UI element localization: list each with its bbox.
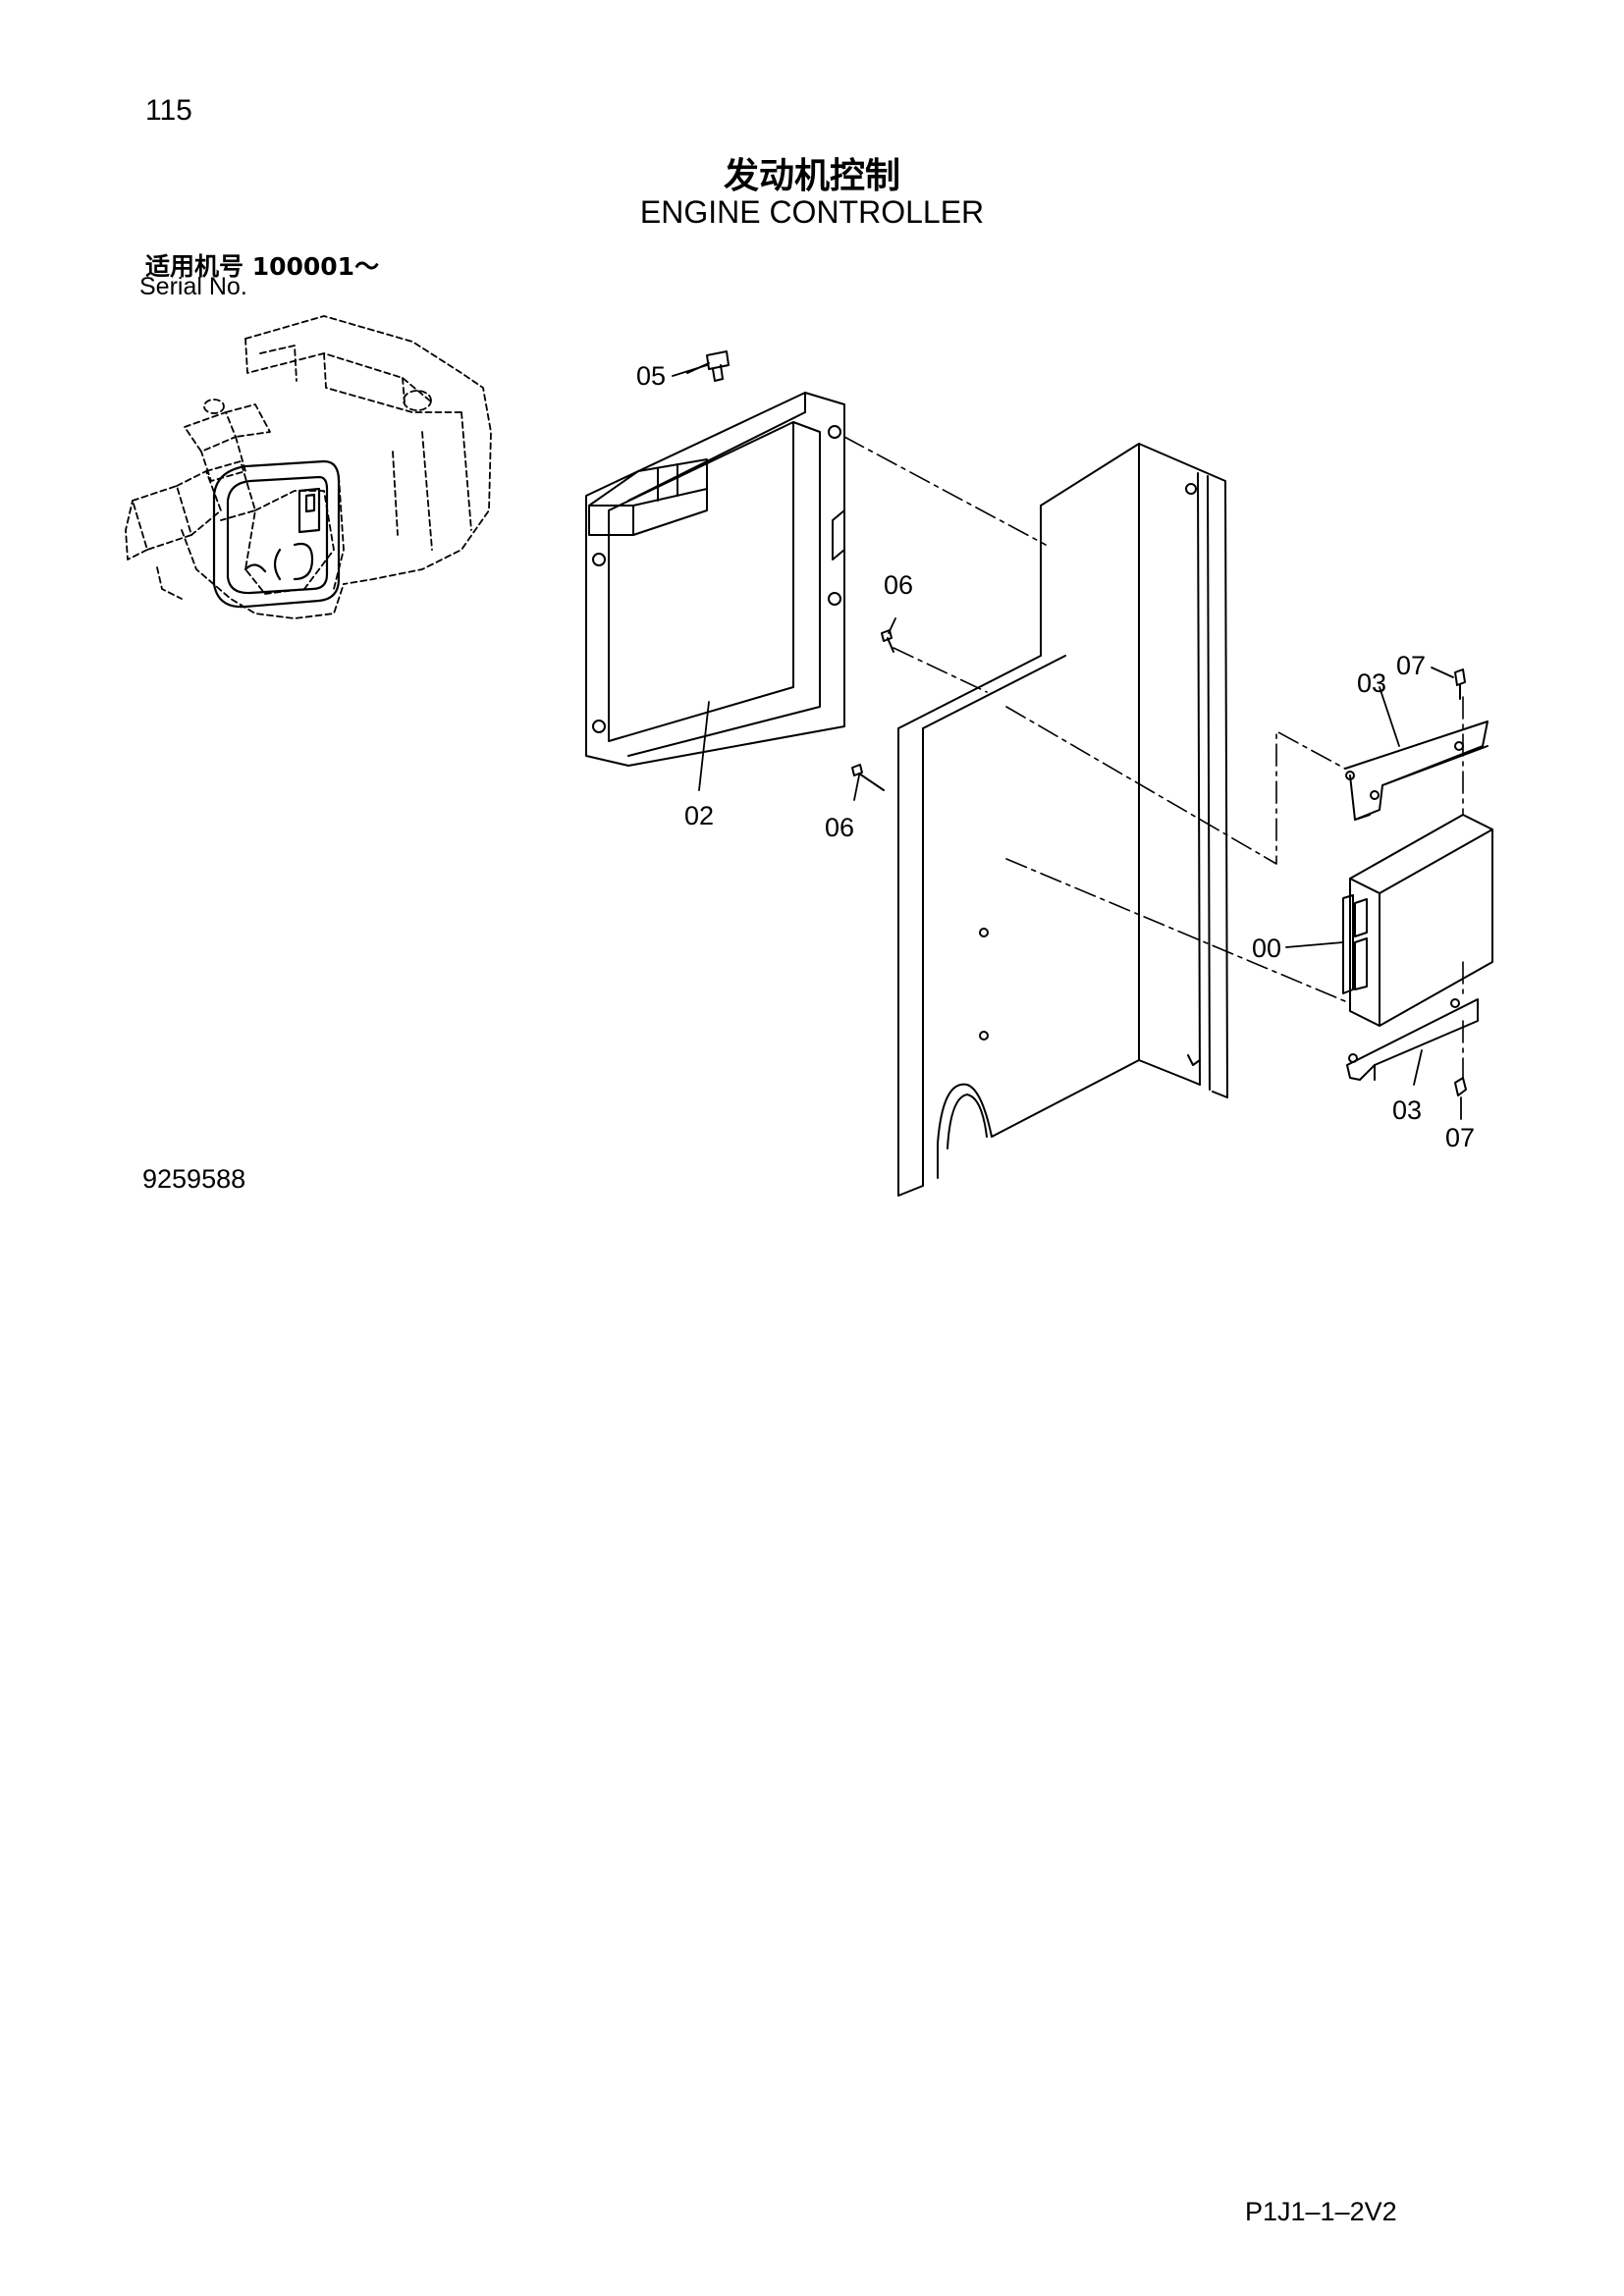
callout-07-upper: 07	[1396, 651, 1426, 680]
callout-02: 02	[684, 801, 714, 830]
callout-00: 00	[1252, 934, 1281, 963]
callout-06-lower: 06	[825, 813, 854, 842]
part-03-bracket-lower	[1346, 998, 1479, 1081]
serial-label-en: Serial No.	[139, 273, 247, 300]
mounting-panel	[897, 443, 1228, 1197]
part-00-controller	[1342, 814, 1493, 1027]
callout-03-upper: 03	[1357, 668, 1386, 698]
drawing-number: 9259588	[142, 1164, 246, 1194]
part-02-frame	[585, 392, 845, 767]
callout-06-upper: 06	[884, 570, 913, 600]
leader-lines	[672, 364, 1462, 1120]
page-number: 115	[145, 94, 192, 127]
part-05-bolt	[686, 350, 730, 382]
callout-05: 05	[636, 361, 666, 391]
callout-07-lower: 07	[1445, 1123, 1475, 1152]
page-title-cn: 发动机控制	[723, 156, 900, 196]
part-03-bracket-upper	[1344, 721, 1489, 821]
callout-03-lower: 03	[1392, 1095, 1422, 1125]
serial-label-cn: 适用机号 100001～	[145, 252, 380, 281]
highlighted-cab	[212, 459, 341, 609]
assembly-lines	[843, 436, 1464, 1081]
part-07-nut-upper	[1454, 668, 1466, 700]
part-06-screw-lower	[851, 764, 885, 791]
figure-code: P1J1–1–2V2	[1245, 2197, 1397, 2226]
page-title-en: ENGINE CONTROLLER	[639, 194, 985, 230]
part-06-screw-upper	[881, 629, 894, 653]
part-07-nut-lower	[1454, 1077, 1467, 1096]
